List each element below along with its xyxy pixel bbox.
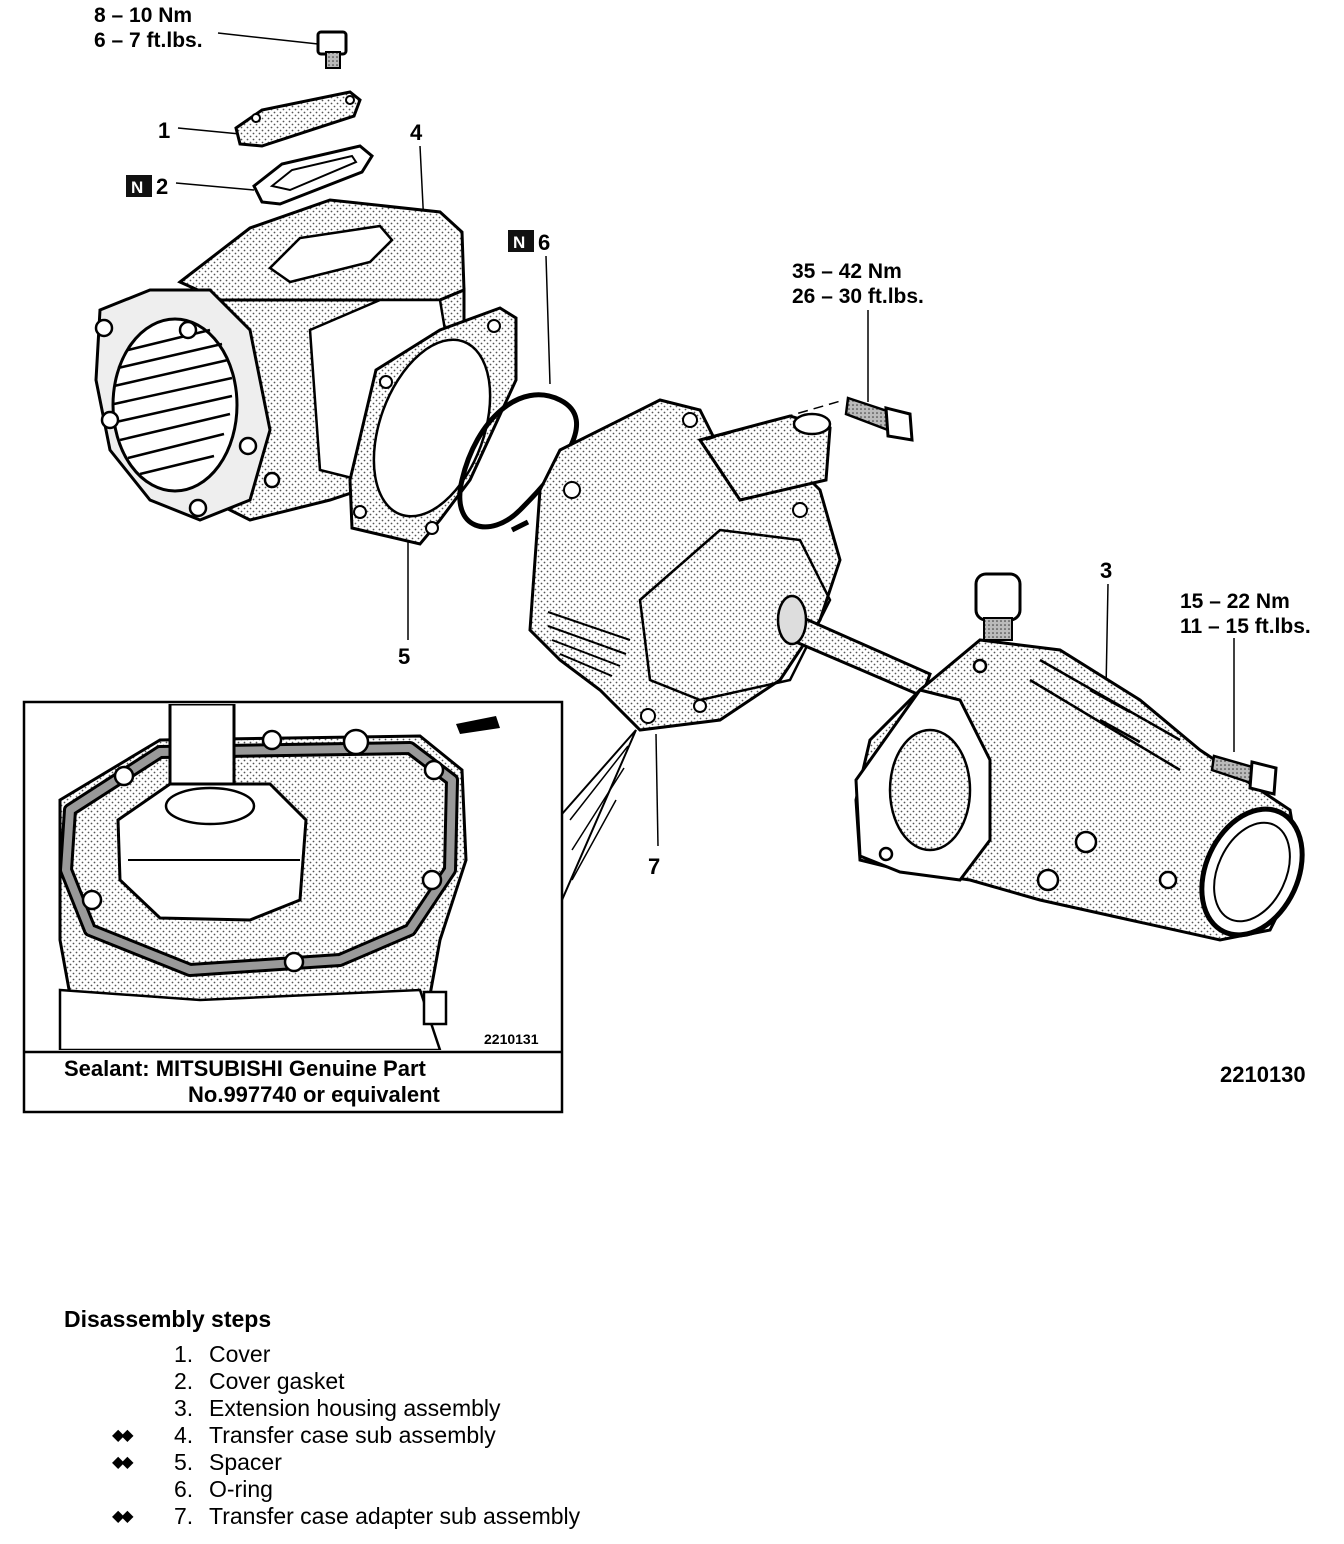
- step-list: 1. Cover 2. Cover gasket 3. Extension housing…: [64, 1341, 764, 1530]
- plug-bolt: [316, 30, 348, 69]
- list-item: ◆◆ 5. Spacer: [64, 1449, 764, 1476]
- torque-spec-extension-bolt: 15 – 22 Nm 11 – 15 ft.lbs.: [1180, 590, 1311, 796]
- step-number: 7.: [174, 1503, 194, 1529]
- step-text: Spacer: [209, 1449, 282, 1475]
- part-3-extension-housing: 3: [854, 558, 1305, 942]
- step-number: 4.: [174, 1422, 194, 1448]
- steps-title: Disassembly steps: [64, 1306, 272, 1332]
- svg-text:N: N: [513, 233, 525, 252]
- step-number: 5.: [174, 1449, 194, 1475]
- torque-nm: 35 – 42 Nm: [792, 260, 902, 283]
- step-text: Transfer case sub assembly: [209, 1422, 496, 1448]
- step-number: 6.: [174, 1476, 194, 1502]
- list-item: ◆◆ 7. Transfer case adapter sub assembly: [64, 1503, 764, 1530]
- part-7-adapter: 7: [528, 398, 842, 879]
- callout-6: 6: [538, 230, 550, 255]
- callout-5: 5: [398, 644, 410, 669]
- n-badge: [126, 175, 152, 197]
- n-badge: [508, 230, 534, 252]
- figure-number: 2210130: [1220, 1062, 1306, 1087]
- sealant-tube-icon: [456, 716, 500, 734]
- step-text: Cover: [209, 1341, 271, 1367]
- list-item: 3. Extension housing assembly: [64, 1395, 764, 1422]
- step-text: O-ring: [209, 1476, 273, 1502]
- step-text: Cover gasket: [209, 1368, 345, 1394]
- callout-2: 2: [156, 174, 168, 199]
- step-number: 2.: [174, 1368, 194, 1394]
- reassembly-mark-icon: ◆◆: [112, 1508, 134, 1525]
- reassembly-mark-icon: ◆◆: [112, 1454, 134, 1471]
- callout-3: 3: [1100, 558, 1112, 583]
- part-2-cover-gasket: N 2: [126, 144, 374, 206]
- callout-4: 4: [410, 120, 423, 145]
- torque-spec-cover-bolt: 8 – 10 Nm 6 – 7 ft.lbs.: [94, 4, 319, 52]
- list-item: ◆◆ 4. Transfer case sub assembly: [64, 1422, 764, 1449]
- sealant-line-1: Sealant: MITSUBISHI Genuine Part: [64, 1056, 427, 1081]
- torque-ftlbs: 11 – 15 ft.lbs.: [1180, 615, 1311, 638]
- torque-spec-adapter-bolt: 35 – 42 Nm 26 – 30 ft.lbs.: [705, 260, 924, 442]
- list-item: 2. Cover gasket: [64, 1368, 764, 1395]
- list-item: 1. Cover: [64, 1341, 764, 1368]
- exploded-view-diagram: 8 – 10 Nm 6 – 7 ft.lbs. 1 N 2 4: [22, 4, 1311, 1114]
- torque-nm: 8 – 10 Nm: [94, 4, 192, 27]
- sealant-line-2: No.997740 or equivalent: [188, 1082, 441, 1107]
- torque-ftlbs: 6 – 7 ft.lbs.: [94, 29, 203, 52]
- step-text: Extension housing assembly: [209, 1395, 501, 1421]
- part-1-cover: 1: [158, 90, 362, 148]
- callout-1: 1: [158, 118, 170, 143]
- part-5-spacer: 5: [348, 306, 518, 669]
- step-number: 3.: [174, 1395, 194, 1421]
- torque-ftlbs: 26 – 30 ft.lbs.: [792, 285, 924, 308]
- callout-7: 7: [648, 854, 660, 879]
- inset-figure-number: 2210131: [484, 1031, 539, 1047]
- list-item: 6. O-ring: [64, 1476, 764, 1503]
- inset-detail: 2210131 Sealant: MITSUBISHI Genuine Part…: [22, 700, 637, 1114]
- torque-nm: 15 – 22 Nm: [1180, 590, 1290, 613]
- step-text: Transfer case adapter sub assembly: [209, 1503, 581, 1529]
- svg-text:N: N: [131, 178, 143, 197]
- reassembly-mark-icon: ◆◆: [112, 1427, 134, 1444]
- step-number: 1.: [174, 1341, 194, 1367]
